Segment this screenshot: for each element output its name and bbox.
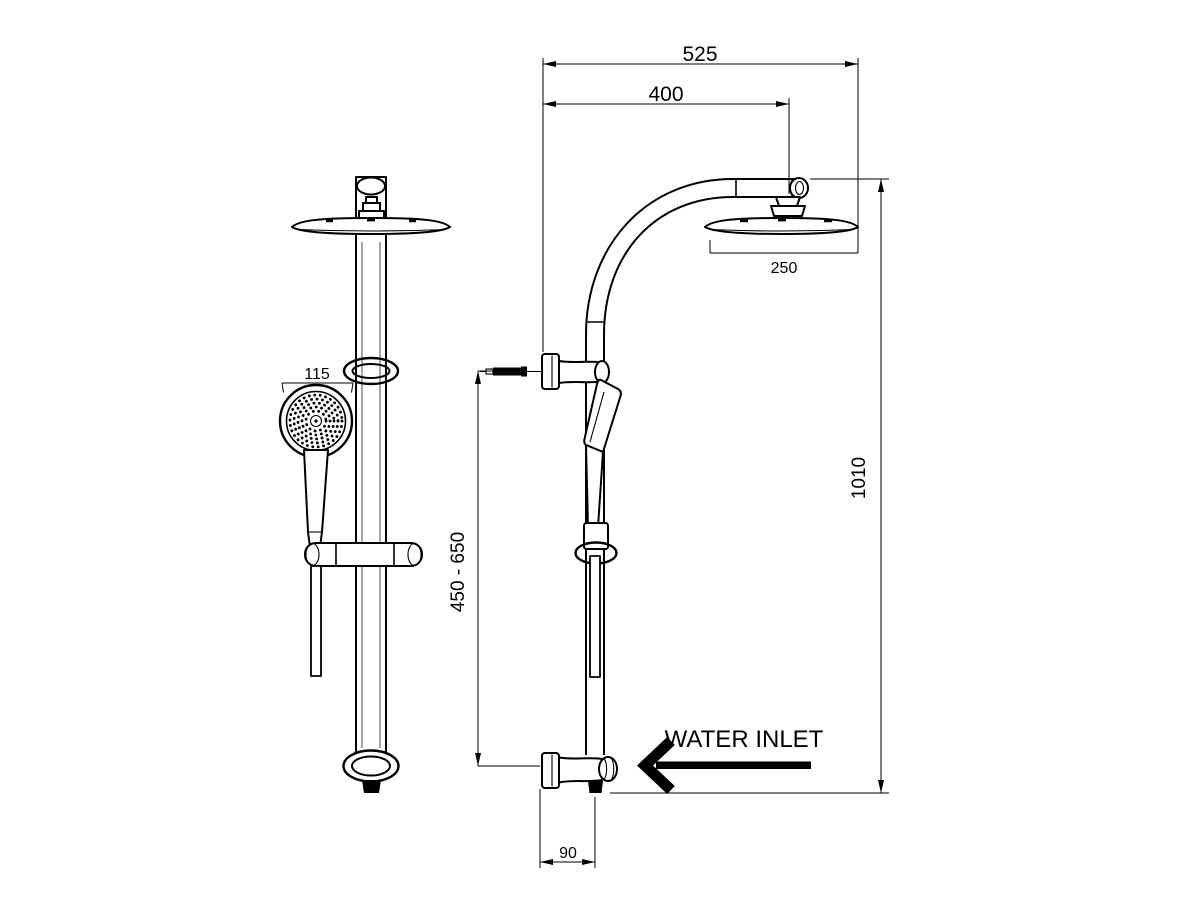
front-view — [278, 176, 451, 793]
slider-bar — [304, 542, 423, 567]
swivel-joint-side — [770, 196, 806, 217]
handset-side — [583, 378, 622, 550]
water-inlet-annotation: WATER INLET — [636, 726, 824, 795]
bracket-screw — [493, 367, 521, 376]
dim-text-overall-width: 525 — [682, 43, 717, 66]
hose-ring-front — [342, 356, 400, 386]
gooseneck-riser — [585, 177, 809, 755]
handset-hose-side — [589, 555, 601, 678]
inlet-connector-cap — [598, 756, 618, 782]
water-inlet-arrow-shaft — [656, 761, 811, 769]
dim-text-arm-projection: 400 — [648, 83, 683, 106]
water-inlet-arrow-head — [636, 736, 675, 795]
dimension-handset-diameter: 115 — [281, 366, 354, 393]
dimensions: 525 400 250 1010 450 - 650 — [281, 43, 889, 868]
dimension-bracket-range: 450 - 650 — [448, 370, 540, 767]
overhead-shower-side — [704, 217, 859, 235]
arm-end-cap-front — [356, 176, 386, 196]
lower-wall-plate — [541, 752, 560, 789]
upper-wall-bracket — [480, 353, 610, 390]
dimension-overall-width: 525 — [542, 43, 859, 352]
handset-handle-front — [303, 449, 329, 548]
riser-column — [355, 176, 387, 753]
water-inlet-label: WATER INLET — [665, 726, 824, 753]
dim-text-head-diameter: 250 — [771, 260, 798, 277]
dimension-overall-height: 1010 — [610, 178, 889, 794]
handset-hose-front — [310, 565, 322, 677]
handset-holder — [583, 522, 609, 550]
dimension-inlet-offset: 90 — [539, 789, 596, 868]
upper-wall-plate — [541, 353, 560, 390]
swivel-joint-front — [358, 196, 385, 220]
lower-wall-bracket — [541, 752, 618, 793]
dim-text-bracket-range: 450 - 650 — [448, 532, 469, 612]
dimension-arm-projection: 400 — [543, 83, 790, 194]
bottom-ring — [342, 749, 400, 793]
inlet-nub — [588, 781, 603, 793]
dim-text-overall-height: 1010 — [849, 457, 870, 499]
handset-face — [278, 383, 354, 459]
bottom-inlet-nub-front — [362, 780, 381, 793]
side-view: WATER INLET — [480, 177, 859, 795]
dim-text-inlet-offset: 90 — [559, 845, 577, 862]
dimension-head-diameter: 250 — [709, 240, 858, 277]
overhead-shower-front — [291, 217, 451, 235]
riser-column-shading — [361, 242, 381, 748]
dim-text-handset-diameter: 115 — [304, 366, 330, 383]
